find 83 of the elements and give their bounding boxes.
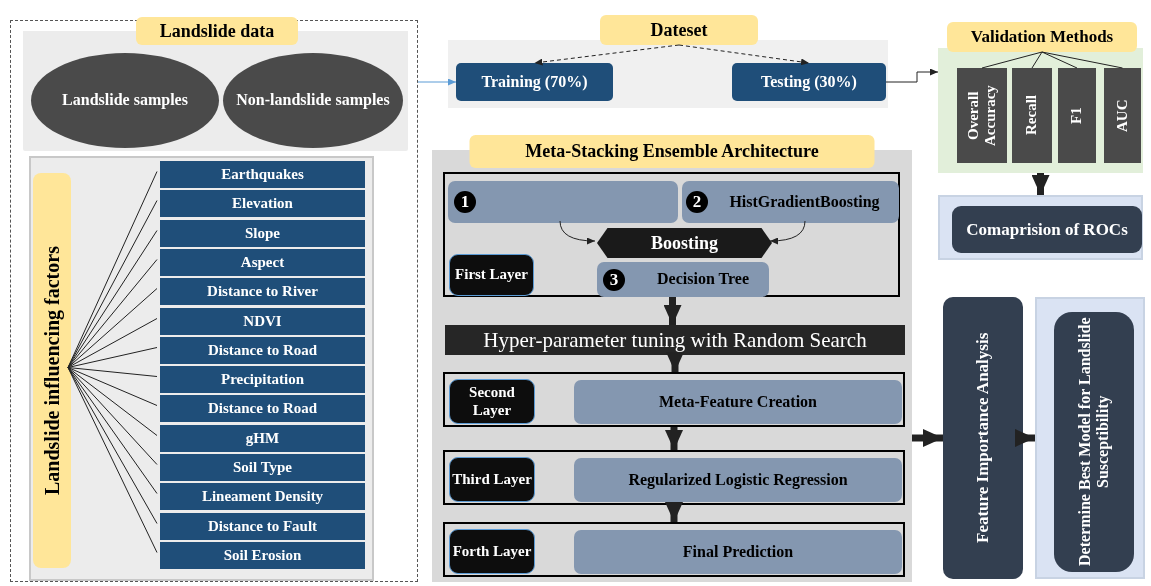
arrow	[417, 78, 457, 86]
model-box	[597, 262, 769, 297]
factor-box: Earthquakes	[160, 161, 365, 188]
layer-badge: Third Layer	[449, 457, 535, 502]
arrow	[559, 220, 596, 245]
arrow	[769, 220, 806, 245]
metric-box: F1	[1058, 68, 1096, 163]
connector-line	[67, 230, 158, 368]
block-arrow	[663, 297, 682, 325]
factor-box: Distance to Fault	[160, 513, 365, 540]
process-box: Regularized Logistic Regression	[574, 458, 902, 502]
heading-label: Meta-Stacking Ensemble Architecture	[469, 135, 875, 168]
model-box	[448, 181, 678, 223]
factor-box: NDVI	[160, 308, 365, 335]
architecture-panel	[432, 135, 912, 582]
roc-panel	[938, 195, 1143, 260]
connector-line	[67, 367, 158, 494]
layer-badge: First Layer	[449, 254, 534, 296]
connector-line	[67, 347, 158, 368]
connector-line	[981, 51, 1043, 69]
number-badge: 1	[454, 191, 476, 213]
split-box: Training (70%)	[456, 63, 613, 101]
layer-frame	[443, 522, 905, 577]
factor-box: Distance to Road	[160, 395, 365, 422]
dashed-frame	[10, 20, 418, 582]
process-box: Meta-Feature Creation	[574, 380, 902, 424]
factor-box: Elevation	[160, 190, 365, 217]
tuning-bar: Hyper-parameter tuning with Random Search	[445, 325, 905, 355]
factor-box: Precipitation	[160, 366, 365, 393]
sample-ellipse: Landslide samples	[31, 53, 219, 148]
result-panel	[1035, 297, 1145, 579]
factor-box: Slope	[160, 220, 365, 247]
connector-line	[1041, 51, 1078, 69]
connector-line	[1041, 51, 1123, 69]
split-box: Testing (30%)	[732, 63, 886, 101]
factor-box: Soil Type	[160, 454, 365, 481]
validation-panel	[938, 22, 1143, 173]
connector-line	[1031, 51, 1043, 69]
factor-box: Lineament Density	[160, 483, 365, 510]
connector-line	[67, 367, 158, 377]
factor-box: gHM	[160, 425, 365, 452]
layer-frame	[443, 172, 900, 297]
model-label: HistGradientBoosting	[728, 192, 881, 212]
block-arrow	[665, 502, 683, 522]
layer-frame	[443, 372, 905, 427]
result-box: Determine Best Model for Landslide Susceptibility	[1054, 312, 1134, 572]
factor-panel	[29, 156, 374, 581]
layer-frame	[443, 450, 905, 505]
dataset-panel	[448, 15, 888, 108]
analysis-box: Feature Importance Analysis	[943, 297, 1023, 579]
number-badge: 3	[603, 268, 625, 291]
connector-line	[67, 318, 158, 368]
number-badge: 2	[686, 191, 708, 213]
model-box	[682, 181, 899, 223]
layer-badge: Forth Layer	[449, 529, 535, 574]
factor-box: Distance to River	[160, 278, 365, 305]
data-heading: Landslide data	[136, 17, 298, 45]
factor-box: Aspect	[160, 249, 365, 276]
dataset-heading: Dateset	[600, 15, 758, 45]
block-arrow	[912, 429, 943, 447]
factor-heading: Landslide influencing factors	[33, 173, 71, 568]
arrow	[534, 44, 680, 66]
metric-box: Overall Accuracy	[957, 68, 1007, 163]
model-label: Decision Tree	[656, 270, 750, 289]
data-panel	[23, 17, 408, 151]
block-arrow	[1015, 429, 1035, 447]
arrow	[885, 68, 939, 83]
metric-box: AUC	[1104, 68, 1141, 163]
validation-heading: Validation Methods	[947, 22, 1137, 52]
connector-line	[67, 288, 158, 368]
roc-box: Comaprision of ROCs	[952, 206, 1142, 253]
connector-line	[67, 367, 158, 465]
connector-line	[67, 367, 158, 406]
factor-box: Distance to Road	[160, 337, 365, 364]
block-arrow	[666, 352, 684, 372]
process-box: Final Prediction	[574, 530, 902, 574]
arrow	[678, 44, 810, 66]
connector-line	[67, 367, 158, 553]
layer-badge: Second Layer	[449, 379, 535, 424]
factor-box: Soil Erosion	[160, 542, 365, 569]
sample-ellipse: Non-landslide samples	[223, 53, 403, 148]
metric-box: Recall	[1012, 68, 1052, 163]
block-arrow	[1031, 173, 1050, 195]
